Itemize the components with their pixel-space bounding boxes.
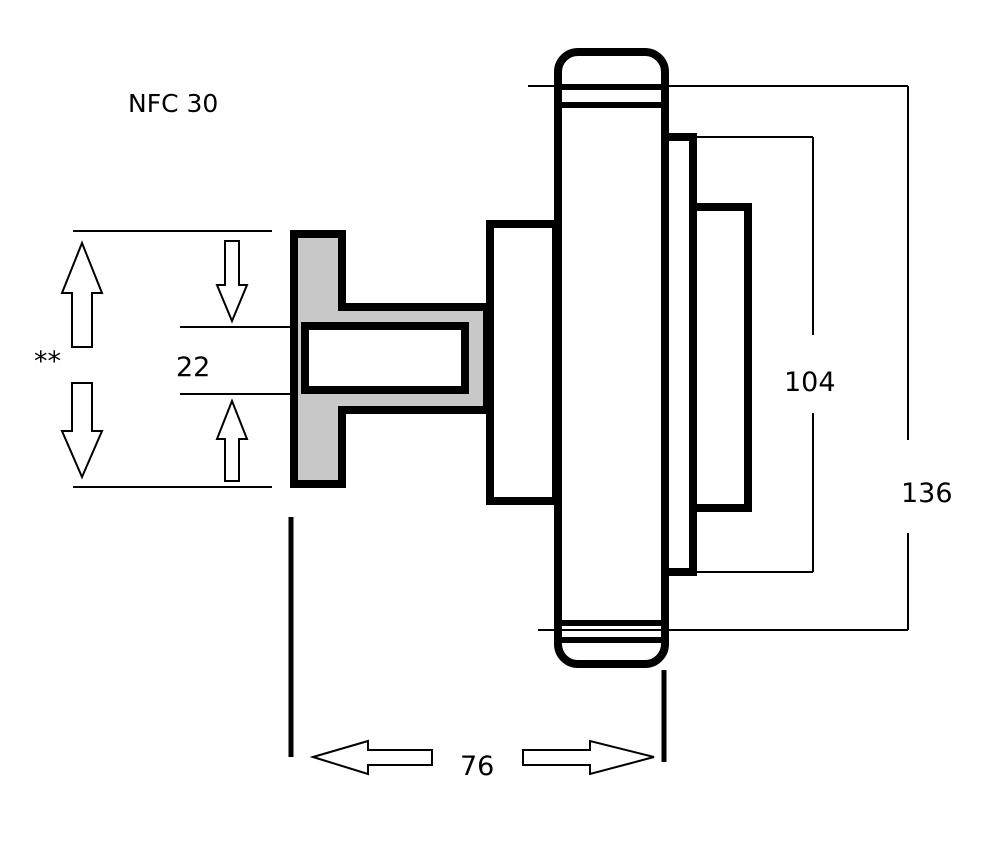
dimension-104 bbox=[668, 136, 814, 573]
dimension-hub-height bbox=[73, 230, 272, 488]
secondary-plate bbox=[661, 133, 697, 576]
drawing-title: NFC 30 bbox=[128, 89, 218, 118]
bore-arrow-up bbox=[215, 398, 249, 482]
dimension-104-label: 104 bbox=[784, 367, 836, 398]
dimension-76-label: 76 bbox=[460, 751, 494, 782]
length-arrow-right bbox=[522, 739, 655, 776]
dimension-22-label: 22 bbox=[176, 352, 210, 383]
rear-hub bbox=[689, 203, 752, 512]
length-arrow-left bbox=[309, 739, 433, 776]
pulley-disc bbox=[554, 48, 669, 668]
hub-height-arrow-up bbox=[60, 240, 104, 348]
hub-bore bbox=[301, 322, 469, 394]
hub-collar bbox=[486, 220, 560, 505]
dimension-136-label: 136 bbox=[901, 478, 953, 509]
dimension-136 bbox=[528, 85, 909, 631]
hub-height-arrow-down bbox=[60, 382, 104, 480]
dimension-hub-height-label: ** bbox=[34, 346, 61, 377]
bore-arrow-down bbox=[215, 240, 249, 324]
dimension-22 bbox=[180, 326, 290, 395]
